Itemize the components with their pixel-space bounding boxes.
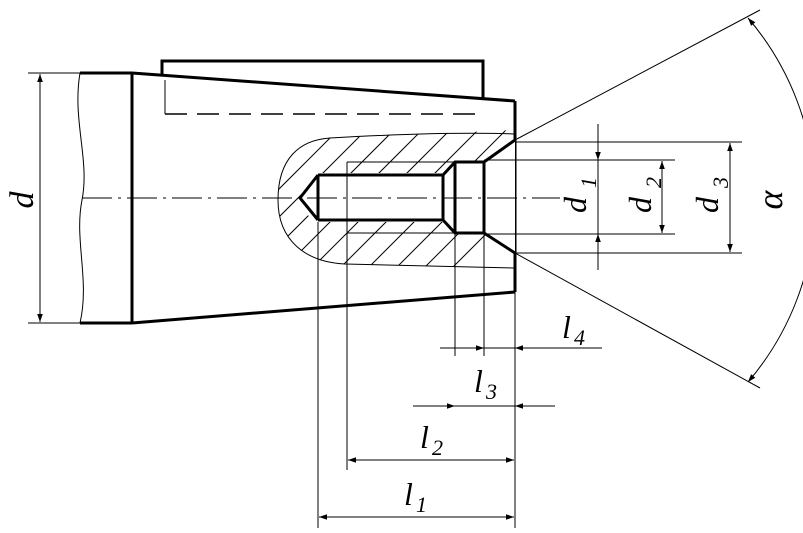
alpha-arc: [747, 17, 803, 383]
label-d2: d 2: [622, 177, 666, 213]
svg-text:d: d: [689, 196, 725, 213]
svg-text:1: 1: [416, 492, 427, 517]
svg-text:3: 3: [485, 379, 497, 404]
svg-text:3: 3: [708, 177, 733, 189]
hole-cavity: [300, 140, 515, 253]
alpha-ext-bottom: [514, 252, 761, 389]
break-line: [77, 72, 85, 324]
label-l2: l 2: [420, 419, 443, 460]
svg-text:1: 1: [576, 177, 601, 188]
svg-text:d: d: [622, 196, 658, 213]
label-l3: l 3: [474, 363, 497, 404]
svg-text:2: 2: [641, 177, 666, 188]
svg-text:2: 2: [432, 435, 443, 460]
svg-text:l: l: [420, 419, 429, 455]
label-alpha: α: [750, 189, 790, 209]
cone-chamfer-top: [483, 138, 516, 164]
svg-text:l: l: [562, 309, 571, 345]
alpha-ext-top: [514, 9, 761, 141]
cone-bottom-edge: [131, 290, 516, 325]
section-boundary: [277, 137, 516, 269]
label-d1: d 1: [557, 177, 601, 213]
label-l4: l 4: [562, 309, 585, 350]
svg-text:l: l: [474, 363, 483, 399]
svg-text:d: d: [557, 196, 593, 213]
cone-top-edge: [131, 71, 516, 103]
section-boundary-top: [329, 132, 516, 139]
label-d3: d 3: [689, 177, 733, 213]
cone-chamfer-bottom: [483, 231, 516, 255]
label-d: d: [4, 191, 41, 209]
label-l1: l 1: [404, 476, 427, 517]
svg-text:l: l: [404, 476, 413, 512]
key-outline: [160, 59, 485, 99]
svg-text:4: 4: [574, 325, 585, 350]
